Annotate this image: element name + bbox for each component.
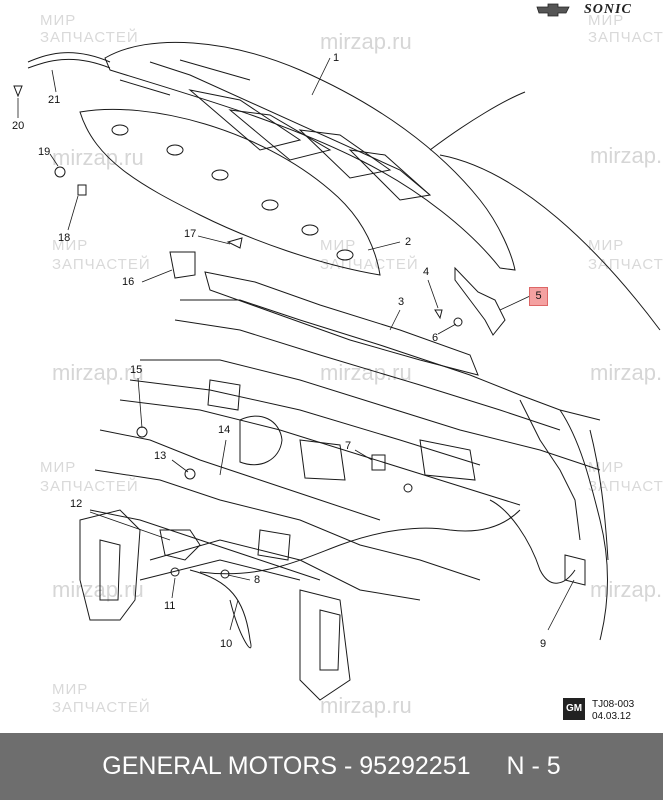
callout-3: 3 (398, 296, 405, 308)
callout-5-highlighted: 5 (529, 287, 548, 306)
watermark-mir: МИР (40, 459, 77, 476)
watermark-mirzap: mirzap.ru (52, 145, 144, 170)
parts-diagram: МИР ЗАПЧАСТЕЙ mirzap.ru МИР ЗАПЧАСТЕЙ mi… (12, 2, 663, 723)
watermark-mirzap: mirzap.ru (590, 143, 663, 168)
watermark-mir: МИР (52, 237, 89, 254)
watermark-zapchastey: ЗАПЧАСТЕЙ (52, 699, 151, 716)
callout-6: 6 (432, 332, 439, 344)
callout-19: 19 (38, 146, 51, 158)
watermark-mirzap: mirzap.ru (52, 360, 144, 385)
watermark-mir: МИР (40, 12, 77, 29)
watermark-zapchastey: ЗАПЧАСТЕЙ (320, 256, 419, 273)
hood-assembly-drawing (13, 41, 661, 701)
callout-7: 7 (345, 440, 352, 452)
callout-9: 9 (540, 638, 547, 650)
callout-8: 8 (254, 574, 261, 586)
callout-2: 2 (405, 236, 412, 248)
callout-4: 4 (423, 266, 430, 278)
callout-18: 18 (58, 232, 71, 244)
footer-bar: GENERAL MOTORS - 95292251 N - 5 (0, 733, 663, 800)
watermark-mirzap: mirzap.ru (590, 360, 663, 385)
watermark-zapchastey: ЗАПЧАСТЕЙ (40, 29, 139, 46)
callout-13: 13 (154, 450, 167, 462)
watermark-zapchastey: ЗАПЧАСТЕЙ (588, 478, 663, 495)
model-logo: SONIC (584, 2, 632, 17)
callout-21: 21 (48, 94, 61, 106)
callout-15: 15 (130, 364, 143, 376)
watermark-zapchastey: ЗАПЧАСТЕЙ (588, 29, 663, 46)
callout-1: 1 (333, 52, 340, 64)
watermark-mirzap: mirzap.ru (52, 577, 144, 602)
watermark-mir: МИР (588, 12, 625, 29)
callout-12: 12 (70, 498, 83, 510)
watermark-mirzap: mirzap.ru (590, 577, 663, 602)
watermark-mir: МИР (588, 237, 625, 254)
manufacturer-partno: GENERAL MOTORS - 95292251 (102, 752, 471, 780)
chevrolet-bowtie-icon (536, 3, 570, 17)
diagram-date: 04.03.12 (592, 711, 631, 722)
callout-11: 11 (164, 600, 176, 612)
watermark-zapchastey: ЗАПЧАСТЕЙ (40, 478, 139, 495)
diagram-code: TJ08-003 04.03.12 (592, 699, 634, 723)
gm-logo-badge: GM (563, 698, 585, 720)
watermark-zapchastey: ЗАПЧАСТЕЙ (52, 256, 151, 273)
watermark-mirzap: mirzap.ru (320, 360, 412, 385)
callout-20: 20 (12, 120, 25, 132)
callout-14: 14 (218, 424, 231, 436)
callout-16: 16 (122, 276, 135, 288)
watermark-mir: МИР (52, 681, 89, 698)
watermark-mirzap: mirzap.ru (320, 693, 412, 718)
watermark-mirzap: mirzap.ru (320, 29, 412, 54)
callout-10: 10 (220, 638, 233, 650)
diagram-id: TJ08-003 (592, 699, 635, 710)
callout-17: 17 (184, 228, 197, 240)
watermark-zapchastey: ЗАПЧАСТЕЙ (588, 256, 663, 273)
position-number: N - 5 (506, 752, 561, 780)
watermark-mir: МИР (320, 237, 357, 254)
